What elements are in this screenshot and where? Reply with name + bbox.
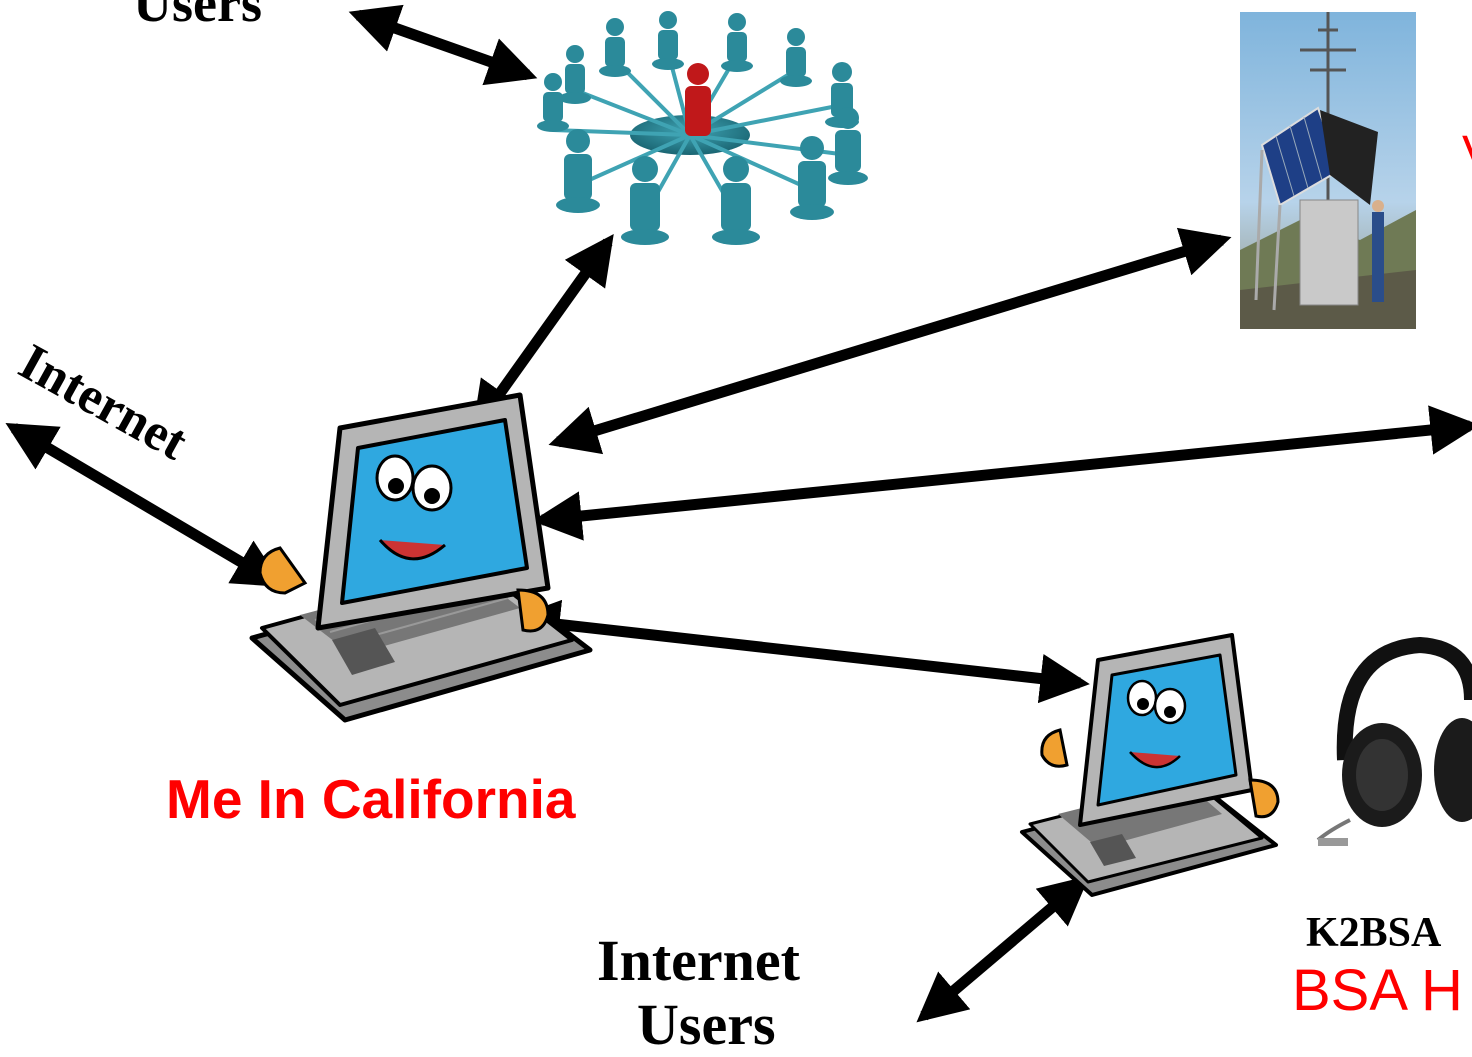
radio-tower-photo (1240, 12, 1416, 329)
arrow-laptop2-to-internet (916, 875, 1090, 1023)
arrow-laptop-to-laptop2 (510, 599, 1090, 704)
cartoon-laptop-icon (1020, 633, 1280, 897)
internet-label-bottom: Internet (597, 928, 800, 993)
k2bsa-label: K2BSA (1306, 910, 1442, 956)
users-label-top: Users (133, 0, 262, 33)
headset-icon (1304, 636, 1472, 860)
v-partial-label: V (1462, 130, 1472, 178)
cartoon-laptop-icon (249, 392, 593, 723)
me-in-california-label: Me In California (166, 768, 576, 830)
people-network-icon (537, 11, 868, 245)
bsa-h-label: BSA H (1292, 958, 1463, 1023)
arrow-laptop-to-right (532, 405, 1472, 541)
arrow-users-to-group (348, 4, 538, 86)
arrow-laptop-to-tower (548, 227, 1232, 455)
users-label-bottom: Users (637, 992, 776, 1057)
arrow-internet-to-laptop (5, 422, 284, 588)
connection-arrows (5, 4, 1472, 1023)
diagram-canvas (5, 4, 1472, 1023)
